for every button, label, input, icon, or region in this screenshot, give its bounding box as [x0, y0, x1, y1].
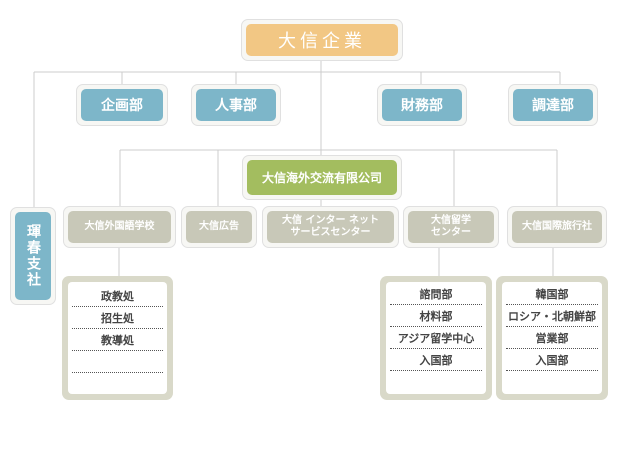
- branch-node: 琿春支社: [10, 207, 56, 305]
- list-item: 材料部: [390, 306, 482, 327]
- department-label: 企画部: [81, 89, 163, 121]
- department-hr: 人事部: [191, 84, 281, 126]
- list-item: 政教処: [72, 286, 163, 307]
- department-label: 財務部: [382, 89, 462, 121]
- department-planning: 企画部: [76, 84, 168, 126]
- branch-label: 琿春支社: [15, 212, 51, 300]
- list-item: ロシア・北朝鮮部: [506, 306, 598, 327]
- sub-advertising: 大信広告: [181, 206, 257, 248]
- study-unit-list: 諮問部 材料部 アジア留学中心 入国部: [380, 276, 492, 400]
- overseas-node: 大信海外交流有限公司: [242, 155, 402, 200]
- overseas-label: 大信海外交流有限公司: [247, 160, 397, 195]
- list-item: 招生処: [72, 308, 163, 329]
- school-unit-list: 政教処 招生処 教導処: [62, 276, 173, 400]
- top-node: 大信企業: [241, 19, 403, 61]
- list-item: 入国部: [390, 350, 482, 371]
- list-item: アジア留学中心: [390, 328, 482, 349]
- department-label: 人事部: [196, 89, 276, 121]
- department-label: 調達部: [513, 89, 593, 121]
- travel-unit-list: 韓国部 ロシア・北朝鮮部 営業部 入国部: [496, 276, 608, 400]
- sub-internet-center: 大信 インター ネットサービスセンター: [262, 206, 399, 248]
- sub-travel-agency: 大信国際旅行社: [507, 206, 607, 248]
- sub-label: 大信外国語学校: [68, 211, 171, 243]
- list-item: [72, 352, 163, 373]
- sub-label: 大信国際旅行社: [512, 211, 602, 243]
- list-item: 諮問部: [390, 284, 482, 305]
- list-item: 営業部: [506, 328, 598, 349]
- sub-language-school: 大信外国語学校: [63, 206, 176, 248]
- sub-label: 大信広告: [186, 211, 252, 243]
- list-item: 入国部: [506, 350, 598, 371]
- top-node-label: 大信企業: [246, 24, 398, 56]
- department-finance: 財務部: [377, 84, 467, 126]
- list-item: 教導処: [72, 330, 163, 351]
- sub-study-abroad: 大信留学センター: [403, 206, 499, 248]
- list-item: 韓国部: [506, 284, 598, 305]
- sub-label: 大信留学センター: [408, 211, 494, 243]
- sub-label: 大信 インター ネットサービスセンター: [267, 211, 394, 243]
- department-procurement: 調達部: [508, 84, 598, 126]
